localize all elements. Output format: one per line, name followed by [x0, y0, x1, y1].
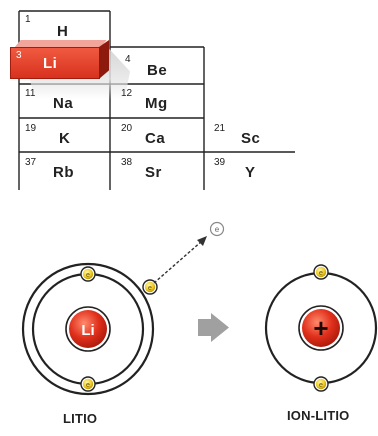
element-symbol: H: [57, 23, 69, 40]
electron-ejection: e: [153, 221, 225, 284]
electron: e: [80, 376, 96, 392]
free-electron-label: e: [215, 225, 220, 234]
element-symbol: Be: [147, 62, 168, 79]
ejection-path: [153, 240, 203, 284]
arrow-shaft: [198, 319, 212, 336]
atomic-number: 21: [214, 123, 226, 134]
electron-label: e: [319, 382, 323, 389]
valence-electron: e: [142, 279, 158, 295]
element-symbol: Mg: [145, 95, 168, 112]
atomic-number: 20: [121, 123, 133, 134]
atomic-number: 12: [121, 88, 133, 99]
element-symbol: Ca: [145, 130, 166, 147]
electron: e: [80, 266, 96, 282]
lithium-ion: + e e: [264, 264, 378, 392]
electron-label: e: [319, 270, 323, 277]
atomic-number: 39: [214, 157, 226, 168]
atomic-number: 37: [25, 157, 37, 168]
element-symbol: Na: [53, 95, 74, 112]
free-electron: e: [209, 221, 225, 237]
element-symbol: Rb: [53, 164, 74, 181]
electron: e: [313, 264, 329, 280]
atomic-number: 1: [25, 14, 31, 25]
li-block-side: [99, 40, 109, 79]
element-symbol: Y: [245, 164, 256, 181]
nucleus-symbol: Li: [81, 322, 94, 339]
lithium-atom: Li e e e: [21, 262, 158, 396]
element-symbol: Sc: [241, 130, 261, 147]
element-symbol: Sr: [145, 164, 162, 181]
arrow-head: [211, 313, 229, 342]
atomic-number: 11: [25, 88, 36, 99]
electron: e: [313, 376, 329, 392]
atomic-number: 4: [125, 54, 131, 65]
ejection-arrowhead: [197, 236, 207, 246]
electron-label: e: [86, 382, 90, 389]
transformation-arrow: [198, 313, 229, 342]
electron-label: e: [86, 272, 90, 279]
atomic-number: 3: [16, 50, 22, 61]
element-symbol: K: [59, 130, 71, 147]
ion-nucleus-core: [302, 309, 340, 347]
atomic-number: 38: [121, 157, 133, 168]
outer-orbit: [21, 262, 155, 396]
li-block-front: [10, 47, 100, 79]
atomic-number: 19: [25, 123, 37, 134]
atom-caption: LITIO: [63, 411, 98, 426]
ion-caption: ION-LITIO: [287, 408, 350, 423]
electron-label: e: [148, 285, 152, 292]
element-symbol: Li: [43, 55, 58, 72]
ion-charge-symbol: +: [313, 313, 328, 343]
nucleus-core: [69, 310, 107, 348]
